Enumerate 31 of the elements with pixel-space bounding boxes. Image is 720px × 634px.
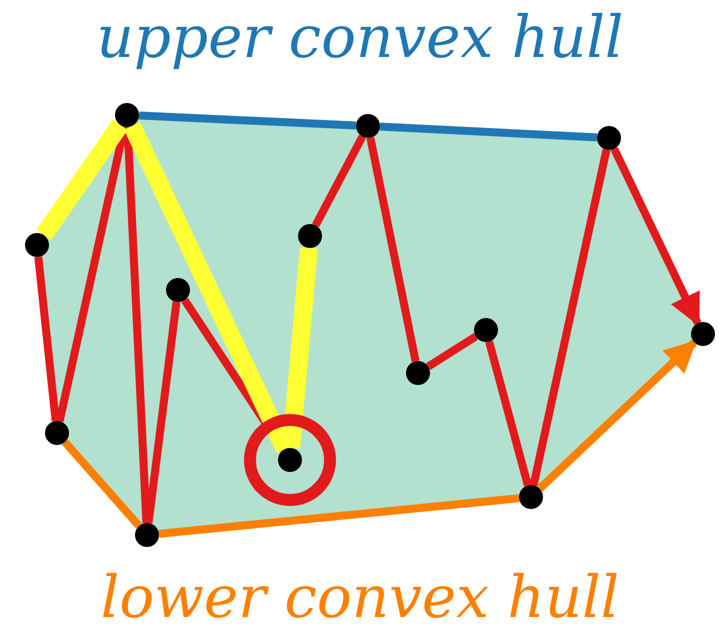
line [158,494,520,538]
point [406,361,430,385]
point [45,421,69,445]
line [124,126,150,524]
point [691,322,715,346]
line [144,301,180,524]
point [519,485,543,509]
point [25,233,49,257]
point [278,448,302,472]
arrow [610,147,702,326]
line [34,256,60,422]
line [380,122,598,142]
point [166,278,190,302]
point [474,318,498,342]
hull-label: lower convex hull [100,562,620,632]
point [597,126,621,150]
line [426,333,478,370]
line [312,134,366,228]
arrow [536,339,698,492]
line [282,247,318,449]
line [366,137,420,362]
line [485,340,532,486]
line [530,148,610,486]
line [36,120,128,240]
point [356,114,380,138]
point [298,224,322,248]
point [115,103,139,127]
point [135,523,159,547]
line [138,112,356,130]
hull-label: upper convex hull [96,2,624,72]
line [62,439,142,529]
